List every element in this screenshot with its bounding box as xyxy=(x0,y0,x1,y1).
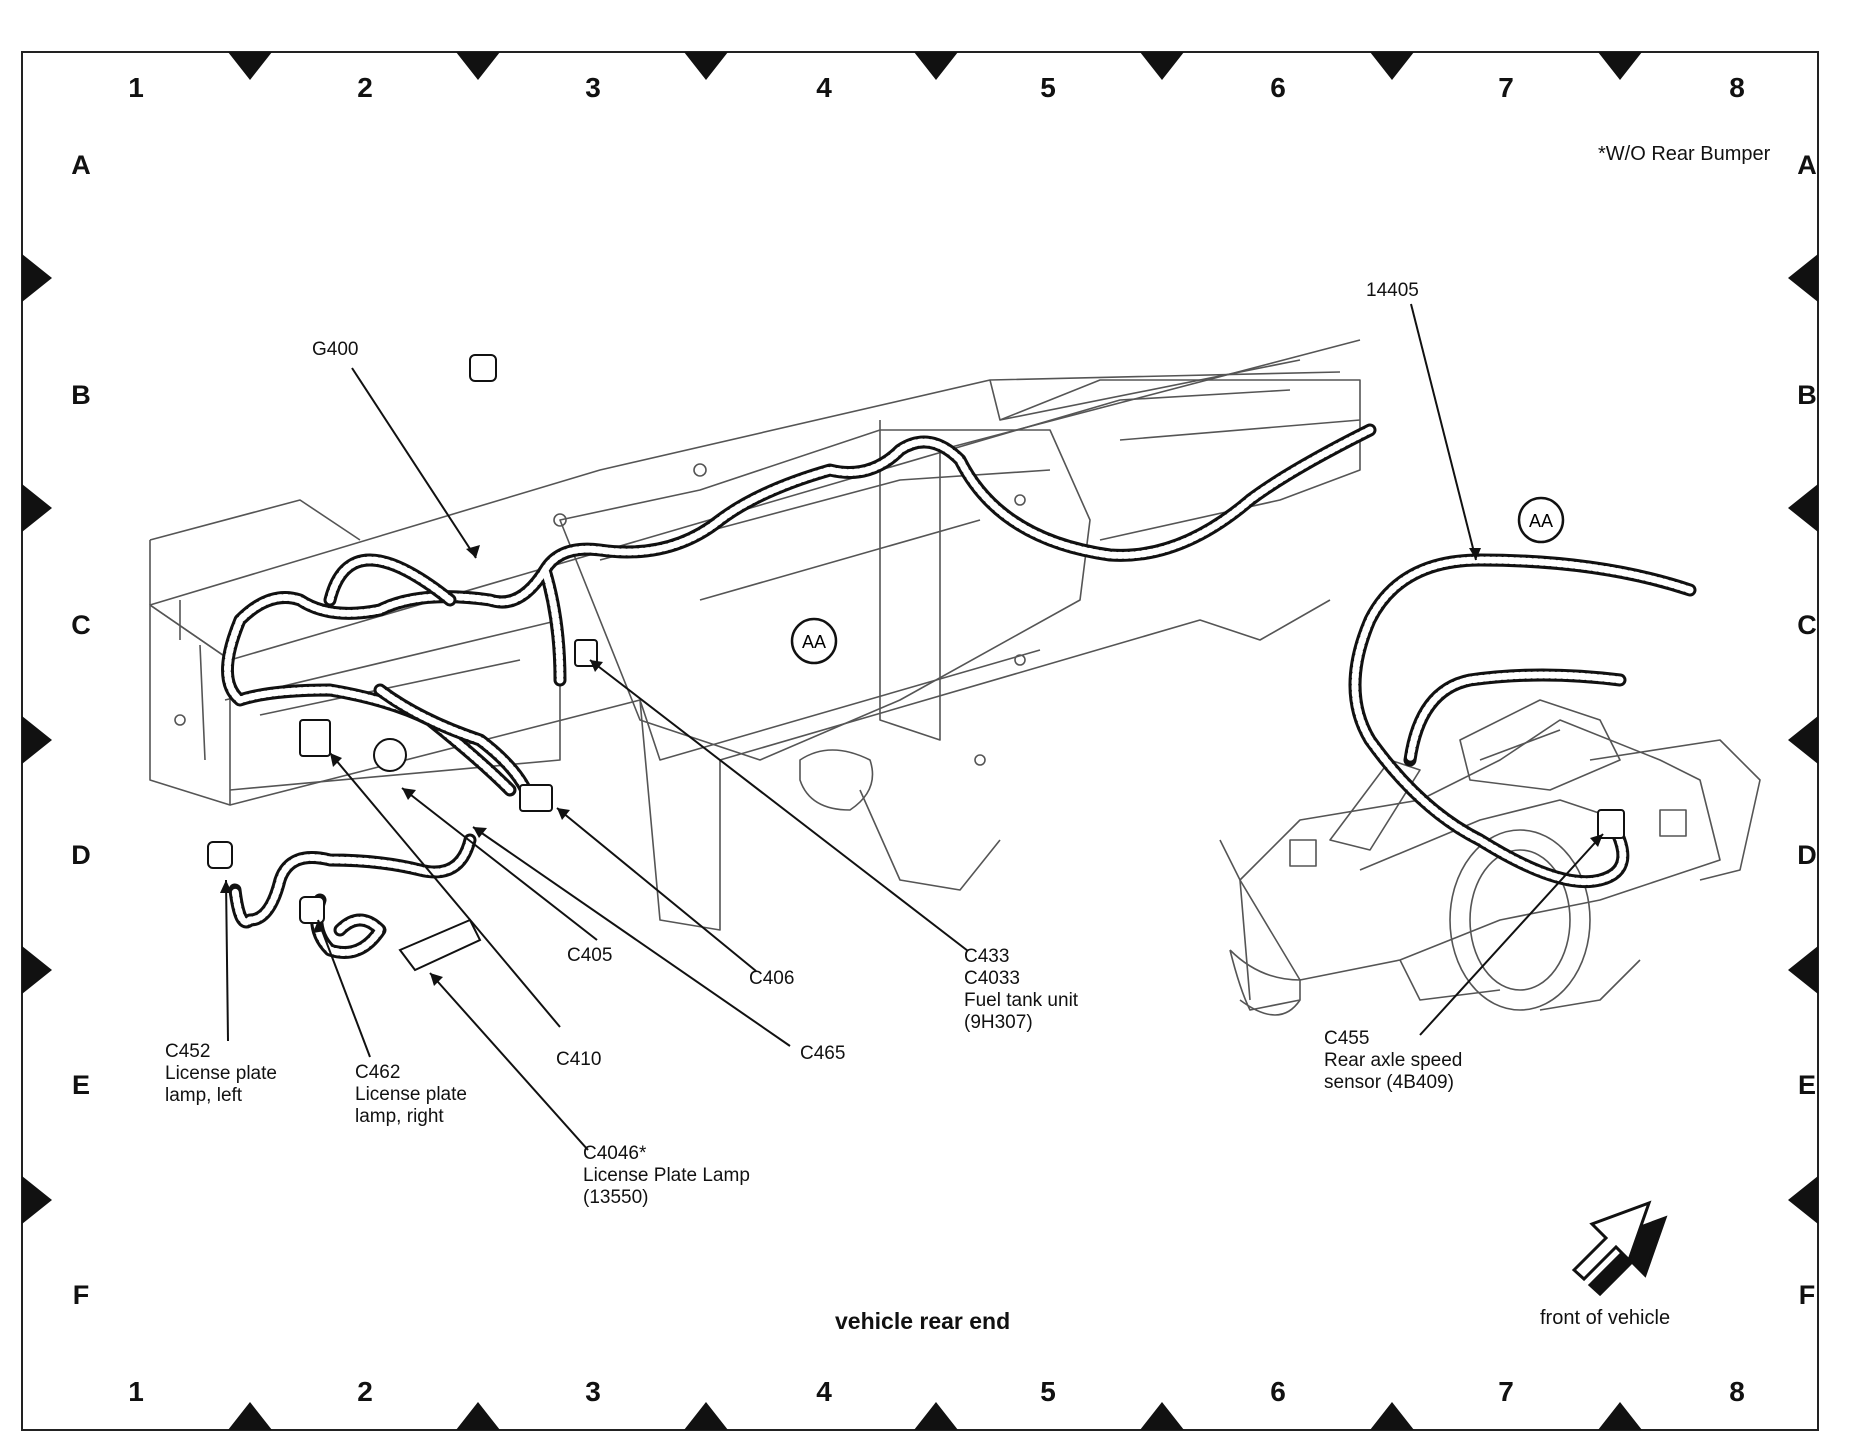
zone-marker-left-2 xyxy=(22,484,52,532)
zone-marker-bottom-3 xyxy=(684,1402,728,1430)
zone-marker-right-1 xyxy=(1788,254,1818,302)
zone-marker-right-2 xyxy=(1788,484,1818,532)
zone-marker-bottom-4 xyxy=(914,1402,958,1430)
top-col-7: 7 xyxy=(1498,72,1514,103)
left-row-B: B xyxy=(71,380,91,410)
axle-detail xyxy=(1219,699,1761,1016)
arrowheads xyxy=(220,545,1603,986)
right-row-C: C xyxy=(1797,610,1817,640)
top-col-1: 1 xyxy=(128,72,144,103)
axle-harness xyxy=(1348,553,1697,889)
callout-14405: 14405 xyxy=(1366,280,1419,301)
callout-g400: G400 xyxy=(312,339,359,360)
top-col-3: 3 xyxy=(585,72,601,103)
zone-marker-bottom-7 xyxy=(1598,1402,1642,1430)
zone-marker-top-3 xyxy=(684,52,728,80)
zone-marker-bottom-5 xyxy=(1140,1402,1184,1430)
bottom-col-5: 5 xyxy=(1040,1376,1056,1407)
zone-marker-left-5 xyxy=(22,1176,52,1224)
right-row-E: E xyxy=(1797,1070,1816,1100)
top-col-8: 8 xyxy=(1729,72,1745,103)
callout-c4046: C4046*License Plate Lamp(13550) xyxy=(583,1143,750,1208)
callout-c406: C406 xyxy=(749,968,795,989)
zone-markers xyxy=(22,52,1818,1430)
detail-marker-right: AA xyxy=(1529,511,1553,531)
left-row-A: A xyxy=(71,150,91,180)
view-caption: vehicle rear end xyxy=(835,1308,1011,1334)
bottom-col-3: 3 xyxy=(585,1376,601,1407)
top-col-2: 2 xyxy=(357,72,373,103)
detail-circle-right xyxy=(1517,496,1565,544)
c433-connector xyxy=(574,639,598,667)
zone-marker-right-3 xyxy=(1788,716,1818,764)
zone-marker-top-6 xyxy=(1370,52,1414,80)
c4046-connector xyxy=(398,918,482,972)
detail-marker-main: AA xyxy=(802,632,826,652)
connectors xyxy=(207,354,598,972)
right-row-B: B xyxy=(1797,380,1817,410)
callout-c410: C410 xyxy=(556,1049,602,1070)
callout-c405: C405 xyxy=(567,945,613,966)
zone-marker-right-4 xyxy=(1788,946,1818,994)
c455-connector xyxy=(1597,809,1625,839)
right-row-D: D xyxy=(1797,840,1817,870)
top-col-4: 4 xyxy=(816,72,832,103)
zone-marker-top-1 xyxy=(228,52,272,80)
zone-marker-top-7 xyxy=(1598,52,1642,80)
zone-marker-bottom-6 xyxy=(1370,1402,1414,1430)
wiring-harness xyxy=(221,423,1377,959)
c462-connector xyxy=(299,896,325,924)
zone-marker-top-5 xyxy=(1140,52,1184,80)
c406-connector xyxy=(519,784,553,812)
left-row-F: F xyxy=(72,1280,90,1310)
callout-c465: C465 xyxy=(800,1043,846,1064)
top-col-5: 5 xyxy=(1040,72,1056,103)
zone-marker-bottom-1 xyxy=(228,1402,272,1430)
bottom-col-4: 4 xyxy=(816,1376,832,1407)
rear-bumper-note: *W/O Rear Bumper xyxy=(1598,143,1771,165)
left-row-E: E xyxy=(71,1070,90,1100)
zone-marker-bottom-2 xyxy=(456,1402,500,1430)
top-col-6: 6 xyxy=(1270,72,1286,103)
front-of-vehicle-label: front of vehicle xyxy=(1540,1307,1671,1329)
zone-marker-right-5 xyxy=(1788,1176,1818,1224)
diagram-frame xyxy=(21,51,1819,1431)
bottom-col-1: 1 xyxy=(128,1376,144,1407)
bottom-col-8: 8 xyxy=(1729,1376,1745,1407)
left-row-D: D xyxy=(71,840,91,870)
chassis-frame xyxy=(149,339,1361,931)
bottom-col-6: 6 xyxy=(1270,1376,1286,1407)
zone-marker-left-4 xyxy=(22,946,52,994)
zone-marker-left-1 xyxy=(22,254,52,302)
c452-connector xyxy=(207,841,233,869)
zone-marker-top-2 xyxy=(456,52,500,80)
c410-connector xyxy=(299,719,331,757)
leader-lines xyxy=(225,303,1604,1151)
bottom-col-2: 2 xyxy=(357,1376,373,1407)
right-row-F: F xyxy=(1798,1280,1816,1310)
g400-ground xyxy=(469,354,497,382)
bottom-col-7: 7 xyxy=(1498,1376,1514,1407)
front-arrow-icon xyxy=(1571,1200,1668,1297)
zone-marker-left-3 xyxy=(22,716,52,764)
left-row-C: C xyxy=(71,610,91,640)
right-row-A: A xyxy=(1797,150,1817,180)
zone-marker-top-4 xyxy=(914,52,958,80)
c405-connector xyxy=(373,738,407,772)
detail-circle-main xyxy=(790,617,838,665)
